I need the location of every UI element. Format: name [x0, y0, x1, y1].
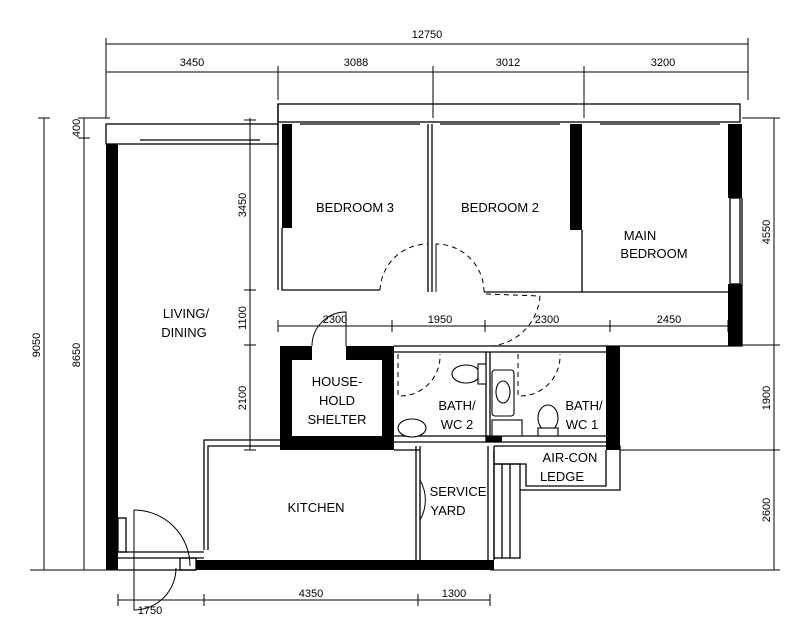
- dim-left-total: 9050: [31, 333, 43, 357]
- dim-inner-3: 2100: [237, 386, 249, 410]
- dim-bottom-3: 1300: [442, 588, 466, 600]
- mid-dimensions: 2300 1950 2300 2450: [277, 314, 740, 332]
- label-bath2-2: WC 2: [441, 417, 474, 432]
- label-aircon-2: LEDGE: [540, 469, 584, 484]
- toilet-icon: [537, 404, 559, 432]
- label-bedroom3: BEDROOM 3: [316, 200, 394, 215]
- dim-left-inner: 8650: [71, 343, 83, 367]
- dim-mid-4: 2450: [657, 314, 681, 326]
- dim-mid-3: 2300: [535, 314, 559, 326]
- label-kitchen: KITCHEN: [287, 500, 344, 515]
- dim-top-1: 3450: [180, 57, 204, 69]
- dim-bottom-1: 1750: [138, 605, 162, 617]
- label-aircon-1: AIR-CON: [543, 450, 598, 465]
- label-main-bedroom-2: BEDROOM: [620, 246, 687, 261]
- room-labels: BEDROOM 3 BEDROOM 2 MAIN BEDROOM LIVING/…: [161, 200, 687, 518]
- dim-top-total: 12750: [412, 29, 443, 41]
- bottom-dimensions: 1750 4350 1300: [117, 588, 491, 617]
- label-living-1: LIVING/: [163, 306, 210, 321]
- right-dimensions: 4550 1900 2600: [490, 117, 780, 571]
- doors: [133, 243, 561, 611]
- top-dimensions: 12750 3450 3088 3012 3200: [105, 29, 749, 118]
- label-bedroom2: BEDROOM 2: [461, 200, 539, 215]
- dim-right-1: 4550: [761, 220, 773, 244]
- label-service-1: SERVICE: [430, 484, 487, 499]
- dim-bottom-2: 4350: [299, 588, 323, 600]
- label-living-2: DINING: [161, 325, 207, 340]
- walls: [105, 103, 743, 571]
- label-bath1-2: WC 1: [566, 417, 599, 432]
- label-shelter-2: HOLD: [319, 393, 355, 408]
- dim-top-2: 3088: [344, 57, 368, 69]
- label-shelter-3: SHELTER: [308, 412, 367, 427]
- label-bath1-1: BATH/: [565, 398, 603, 413]
- basin-icon: [397, 418, 427, 438]
- dim-mid-2: 1950: [428, 314, 452, 326]
- label-bath2-1: BATH/: [438, 398, 476, 413]
- dim-mid-1: 2300: [323, 314, 347, 326]
- dim-inner-2: 1100: [237, 306, 249, 330]
- label-main-bedroom-1: MAIN: [624, 228, 657, 243]
- dim-left-top: 400: [71, 119, 83, 137]
- dim-inner-1: 3450: [237, 193, 249, 217]
- label-shelter-1: HOUSE-: [312, 374, 363, 389]
- label-service-2: YARD: [430, 503, 465, 518]
- dim-right-2: 1900: [761, 386, 773, 410]
- dim-top-4: 3200: [651, 57, 675, 69]
- dim-right-3: 2600: [761, 498, 773, 522]
- dim-top-3: 3012: [496, 57, 520, 69]
- toilet-icon: [451, 364, 481, 384]
- fixtures: [397, 363, 559, 438]
- left-dimensions: 9050 400 8650 3450 1100 2100: [30, 117, 256, 571]
